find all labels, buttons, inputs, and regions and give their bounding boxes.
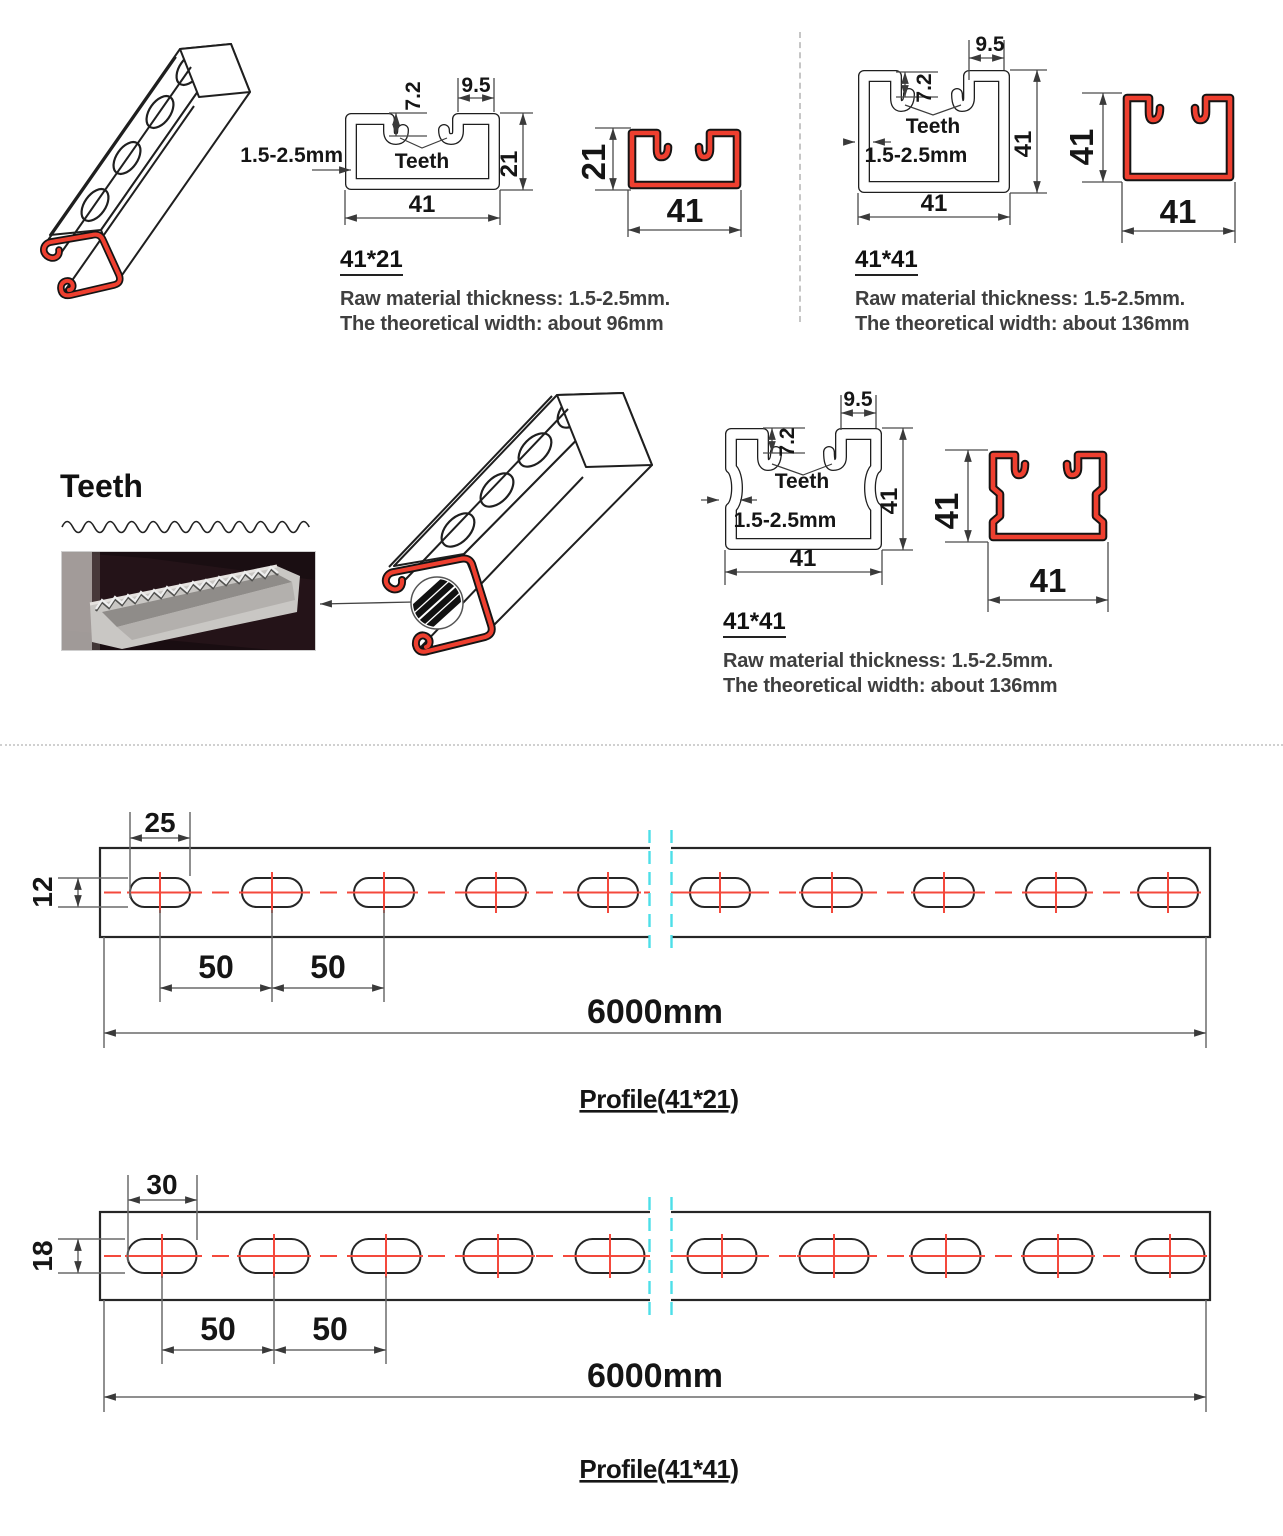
spec-41x41: 41*41 Raw material thickness: 1.5-2.5mm.… [855,248,1283,336]
dim-pitch: 50 [310,949,346,985]
dim-pitch: 50 [198,949,234,985]
dim-lip-depth: 7.2 [776,427,799,456]
teeth-leader [904,104,962,116]
lip-edge [63,105,195,293]
dim-height: 41 [876,488,903,515]
dim-height: 41 [928,493,965,530]
spec-41x41-toothed: 41*41 Raw material thickness: 1.5-2.5mm.… [723,610,1163,698]
isometric-channel-41x41 [381,392,653,656]
cross-section-41x21: Teeth 9.5 7.2 21 41 1.5-2.5mm [240,74,533,225]
teeth-leader [399,137,448,149]
red-cross-section-outline [40,230,124,300]
dim-width: 41 [921,190,948,217]
dim-width: 41 [409,191,436,218]
spec-width-line: The theoretical width: about 136mm [723,675,1058,697]
dim-thickness: 1.5-2.5mm [734,509,837,532]
spec-thickness-line: Raw material thickness: 1.5-2.5mm. [855,288,1186,310]
teeth-magnifier-circle [410,576,464,630]
slot-center-crosses [127,872,1201,913]
dim-width: 41 [1160,193,1197,230]
dim-total-length: 6000mm [587,993,723,1031]
dim-width: 41 [667,192,704,229]
dim-total-length: 6000mm [587,1357,723,1395]
dim-height: 21 [575,144,612,181]
spec-title: 41*21 [340,248,403,276]
dim-height: 41 [1010,131,1037,158]
red-section-41x41: 41 41 [1063,92,1236,243]
profile-caption: Profile(41*41) [579,1454,738,1484]
red-section-41x21: 21 41 [575,127,742,237]
profile-drawing-41x41: 30 18 50 50 6000mm Profile(41*41) [27,1169,1212,1484]
teeth-leader [771,463,833,476]
dim-width: 41 [1030,562,1067,599]
teeth-heading: Teeth [60,468,143,504]
oval-hole [517,432,553,468]
spec-width-line: The theoretical width: about 136mm [855,313,1190,335]
dim-lip-depth: 7.2 [402,81,425,110]
dim-pitch: 50 [200,1311,236,1347]
oval-hole [479,472,515,508]
spec-thickness-line: Raw material thickness: 1.5-2.5mm. [340,288,671,310]
dim-hole-width: 12 [27,876,58,907]
horizontal-divider [0,744,1283,746]
dim-thickness: 1.5-2.5mm [240,144,343,167]
dim-width: 41 [790,545,817,572]
dim-lip-depth: 7.2 [913,73,936,102]
dim-thickness: 1.5-2.5mm [865,144,968,167]
break-gap [650,840,671,945]
cross-section-41x41: Teeth 9.5 7.2 1.5-2.5mm 41 41 [843,33,1047,225]
spec-41x21: 41*21 Raw material thickness: 1.5-2.5mm.… [340,248,780,336]
dim-hole-width: 18 [27,1240,58,1271]
dim-slot-width: 9.5 [461,74,491,97]
dim-slot-width: 9.5 [843,388,873,411]
callout-arrow [319,599,415,608]
teeth-label: Teeth [395,150,449,173]
spec-title: 41*41 [855,248,918,276]
open-side-edge [45,56,177,244]
teeth-label: Teeth [775,470,829,493]
lip-edge [60,66,192,254]
cross-section-41x41-ribbed: Teeth 9.5 7.2 1.5-2.5mm 41 41 [701,388,913,585]
dim-height: 41 [1063,129,1100,166]
dim-height: 21 [496,151,523,178]
dim-hole-length: 25 [144,807,175,838]
channel-back-cap [556,392,653,468]
spec-thickness-line: Raw material thickness: 1.5-2.5mm. [723,650,1054,672]
spec-width-line: The theoretical width: about 96mm [340,313,664,335]
isometric-channel-41x21 [40,43,251,300]
teeth-label: Teeth [906,115,960,138]
lip-edge [404,408,569,581]
profile-caption: Profile(41*21) [579,1084,738,1114]
red-section-41x41-ribbed: 41 41 [928,449,1109,612]
teeth-photo [61,551,316,651]
spec-title: 41*41 [723,610,786,638]
break-gap [650,1204,671,1308]
oval-hole [440,512,476,548]
red-cross-section-outline [381,554,496,656]
dim-slot-width: 9.5 [975,33,1005,56]
open-side-edge [388,395,553,568]
channel-back-cap [179,43,251,98]
wavy-underline [61,520,310,534]
profile-drawing-41x21: 25 12 50 50 6000mm Profile(41*21) [27,807,1212,1114]
slot-center-crosses [125,1234,1207,1278]
dim-hole-length: 30 [146,1169,177,1200]
vertical-divider [799,32,801,322]
dim-pitch: 50 [312,1311,348,1347]
